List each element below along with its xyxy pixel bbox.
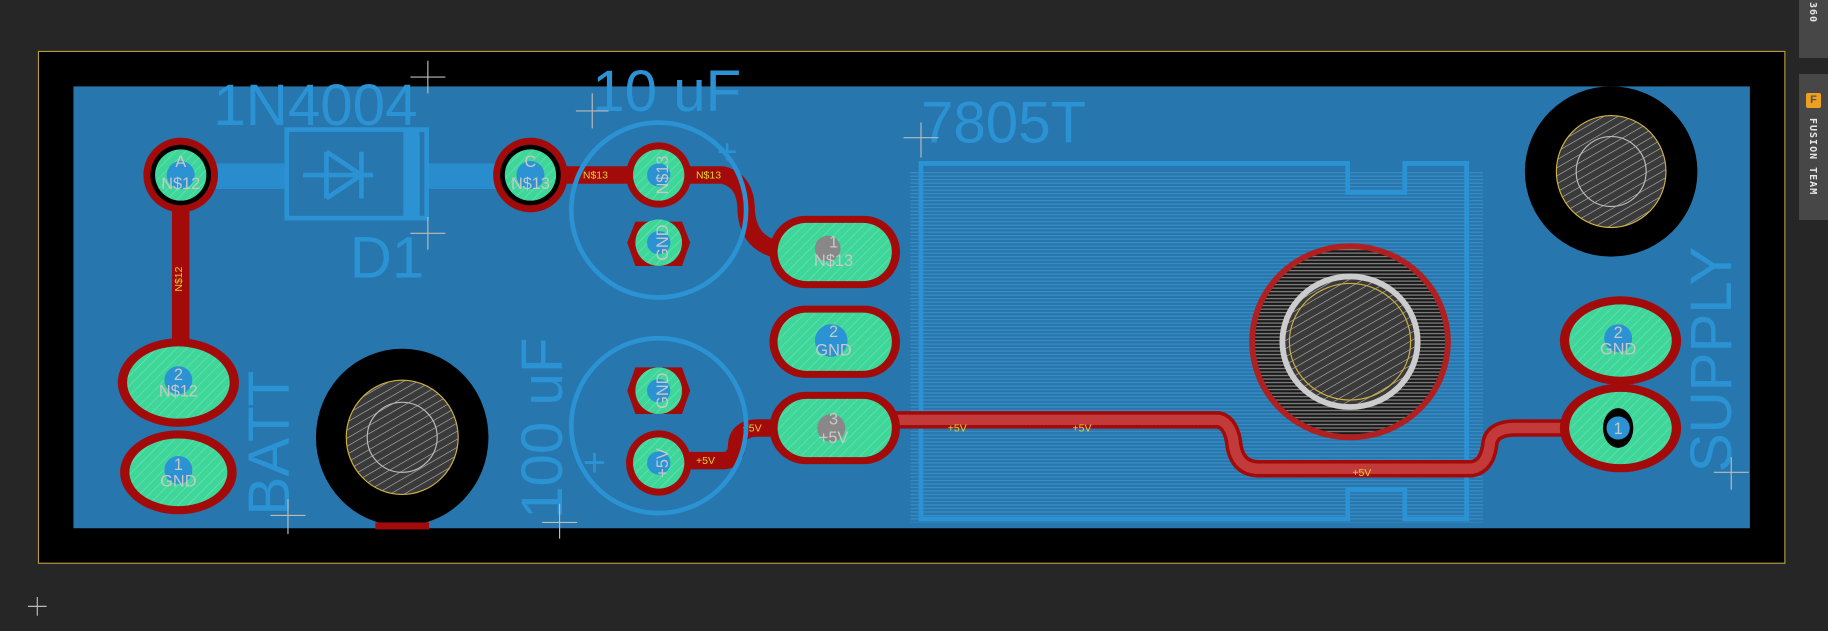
pad-regulator-3[interactable]: 3 +5V — [769, 391, 901, 465]
svg-text:+: + — [583, 441, 606, 485]
pad-diode-anode[interactable]: A N$12 — [143, 137, 219, 213]
svg-text:+5V: +5V — [696, 456, 715, 467]
batt-label: BATT — [237, 371, 302, 516]
pad-supply-2: 2 GND — [1559, 296, 1682, 385]
tab-fusion-team[interactable]: F FUSION TEAM — [1799, 74, 1828, 220]
svg-text:3: 3 — [829, 411, 838, 429]
diode-value-label: 1N4004 — [213, 73, 417, 138]
svg-text:N$12: N$12 — [159, 383, 198, 401]
svg-text:1: 1 — [1614, 420, 1623, 438]
svg-text:GND: GND — [160, 472, 196, 490]
tab-fusion-team-label: FUSION TEAM — [1807, 118, 1818, 196]
pad-supply-1: 1 — [1559, 383, 1682, 473]
svg-text:C: C — [525, 153, 537, 171]
svg-text:2: 2 — [174, 366, 183, 384]
svg-text:GND: GND — [815, 342, 851, 360]
pad-cap10-2: GND — [627, 219, 691, 266]
pad-regulator-2[interactable]: 2 GND — [769, 305, 901, 378]
tab-autodesk-360[interactable]: 360 — [1799, 0, 1828, 58]
diode-name-label: D1 — [350, 226, 425, 291]
svg-text:+: + — [717, 132, 737, 171]
svg-text:N$13: N$13 — [814, 252, 853, 270]
svg-text:N$12: N$12 — [161, 175, 200, 193]
cap10-value-label: 10 uF — [592, 59, 741, 124]
regulator-value-label: 7805T — [921, 90, 1086, 155]
svg-text:+5V: +5V — [654, 448, 672, 478]
fusion-team-icon: F — [1806, 93, 1821, 108]
pad-cap100-2: +5V — [626, 430, 692, 496]
pad-regulator-1[interactable]: 1 N$13 — [769, 215, 901, 289]
svg-text:N$13: N$13 — [696, 171, 721, 182]
connector-supply[interactable]: SUPPLY 2 GND 1 — [1559, 247, 1744, 473]
svg-text:+5V: +5V — [1073, 423, 1092, 434]
svg-text:N$12: N$12 — [174, 266, 185, 291]
svg-text:N$13: N$13 — [511, 175, 550, 193]
mounting-hole-supply[interactable] — [1524, 86, 1698, 257]
svg-text:GND: GND — [654, 225, 672, 261]
supply-label: SUPPLY — [1679, 247, 1744, 473]
pad-cap10-1: N$13 — [626, 142, 692, 208]
svg-text:N$13: N$13 — [583, 171, 608, 182]
tab-360-label: 360 — [1807, 2, 1818, 24]
origin-crosshair-icon — [27, 60, 1749, 616]
connector-batt[interactable]: BATT 2 N$12 1 GND — [117, 338, 302, 516]
svg-text:GND: GND — [654, 373, 672, 409]
svg-text:+5V: +5V — [948, 423, 967, 434]
pad-batt-1: 1 GND — [120, 430, 237, 515]
svg-text:2: 2 — [1614, 324, 1623, 342]
svg-text:2: 2 — [829, 323, 838, 341]
pad-cap100-1: GND — [627, 367, 691, 415]
mounting-hole-batt[interactable] — [315, 348, 489, 530]
capacitor-100uf[interactable]: 100 uF + GND +5V — [510, 335, 749, 519]
capacitor-10uf[interactable]: 10 uF + N$13 GND — [568, 59, 749, 300]
svg-text:GND: GND — [1600, 341, 1636, 359]
svg-text:+5V: +5V — [1352, 468, 1371, 479]
mounting-hole-regulator[interactable] — [1249, 243, 1451, 441]
diode-d1[interactable]: 1N4004 D1 — [213, 73, 519, 291]
pad-batt-2: 2 N$12 — [117, 338, 239, 427]
svg-text:N$13: N$13 — [654, 156, 672, 195]
trace-5v[interactable]: +5V +5V +5V +5V +5V — [649, 411, 1630, 479]
svg-text:1: 1 — [829, 233, 838, 251]
svg-text:A: A — [175, 153, 186, 171]
svg-text:+5V: +5V — [743, 423, 762, 434]
pad-diode-cathode[interactable]: C N$13 — [493, 137, 568, 213]
cap100-value-label: 100 uF — [510, 337, 575, 518]
svg-text:1: 1 — [174, 456, 183, 474]
svg-text:+5V: +5V — [819, 429, 849, 447]
